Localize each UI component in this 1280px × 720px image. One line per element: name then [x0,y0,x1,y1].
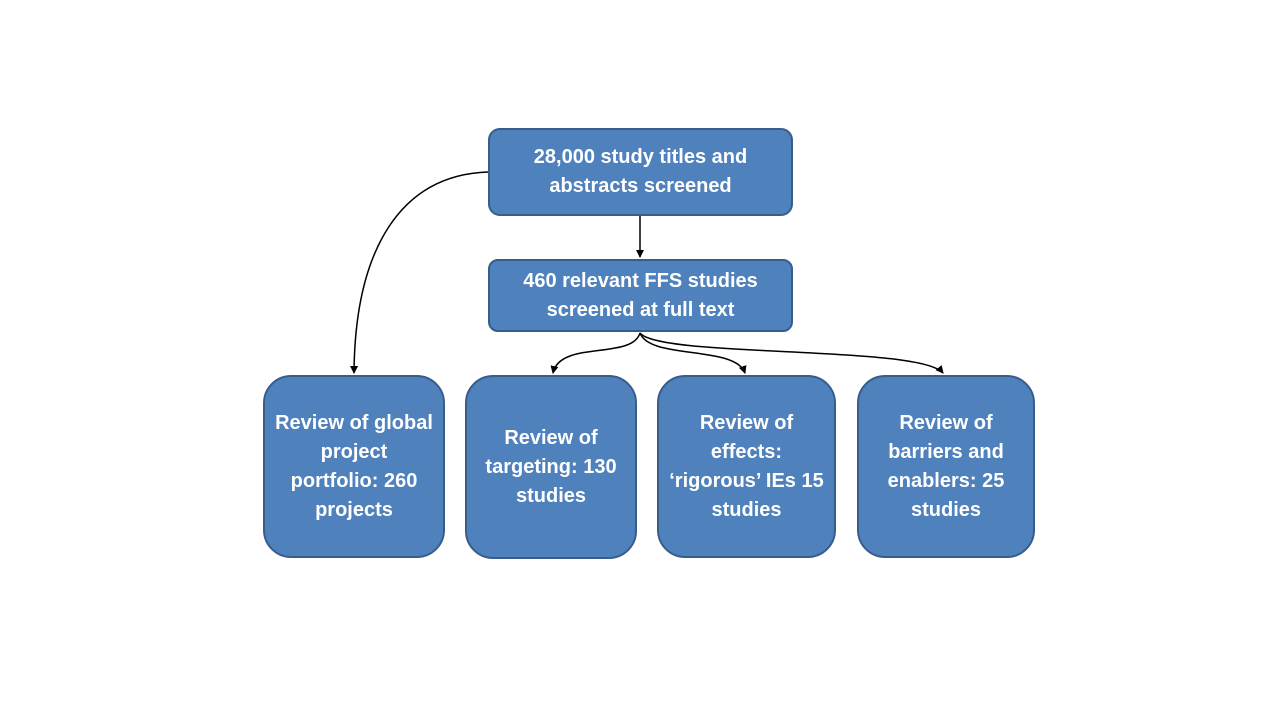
targeting-review-text: Review of targeting: 130 studies [485,426,617,507]
effects-review-box: Review of effects: ‘rigorous’ IEs 15 stu… [657,375,836,558]
arrow-mid-to-targeting [550,332,641,374]
arrow-top-to-portfolio [350,171,489,374]
effects-review-text: Review of effects: ‘rigorous’ IEs 15 stu… [669,411,824,521]
screened-titles-text: 28,000 study titles and abstracts screen… [533,146,748,197]
full-text-studies-box: 460 relevant FFS studies screened at ful… [488,259,793,332]
screened-titles-box: 28,000 study titles and abstracts screen… [488,128,793,216]
arrow-mid-to-barriers [639,332,944,374]
barriers-review-box: Review of barriers and enablers: 25 stud… [857,375,1035,558]
barriers-review-text: Review of barriers and enablers: 25 stud… [887,411,1005,521]
portfolio-review-box: Review of global project portfolio: 260 … [263,375,445,558]
targeting-review-box: Review of targeting: 130 studies [465,375,637,559]
arrow-mid-to-effects [639,332,747,374]
full-text-studies-text: 460 relevant FFS studies screened at ful… [523,269,758,321]
portfolio-review-text: Review of global project portfolio: 260 … [275,411,433,521]
